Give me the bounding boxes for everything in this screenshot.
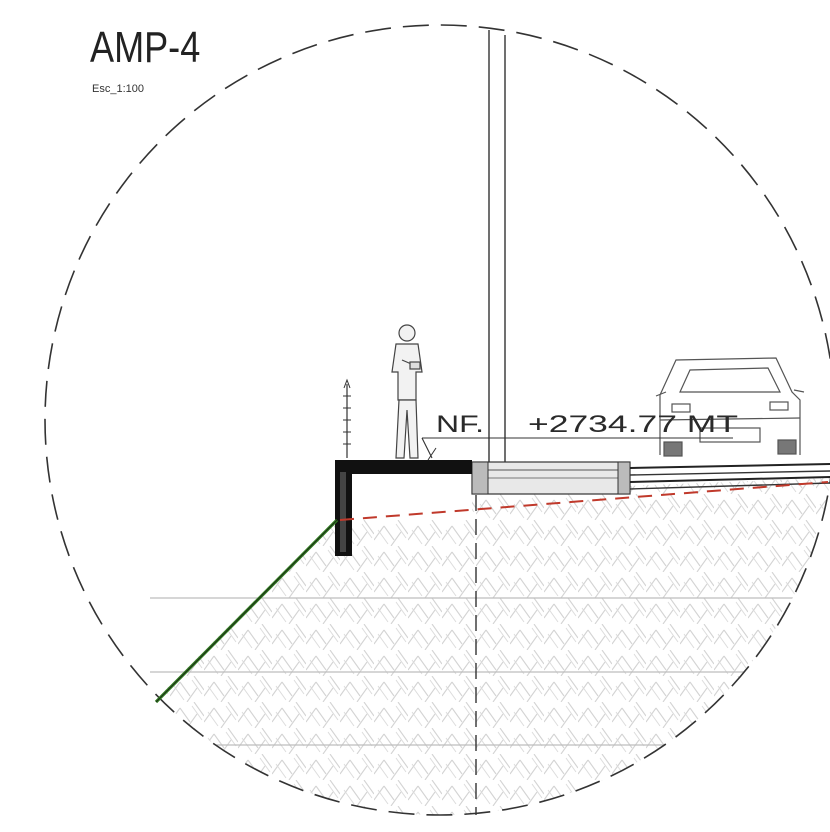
drawing-title: AMP-4 — [90, 23, 201, 72]
elevation-text: +2734.77 MT — [528, 411, 738, 438]
drawing-scale: Esc_1:100 — [92, 83, 144, 95]
scale-marker — [343, 378, 351, 458]
level-marker-text: NF. — [436, 411, 484, 438]
retaining-wall — [335, 460, 472, 556]
car-icon — [655, 357, 805, 457]
vertical-column — [488, 30, 506, 462]
person-figure-icon — [391, 324, 423, 459]
detail-boundary-circle — [44, 24, 830, 816]
level-annotation: NF. +2734.77 MT — [421, 411, 738, 461]
reference-slope-line — [339, 481, 829, 521]
cut-slope-line — [154, 518, 339, 704]
pavement-layers — [471, 461, 830, 495]
soil-hatch-area — [45, 478, 830, 815]
